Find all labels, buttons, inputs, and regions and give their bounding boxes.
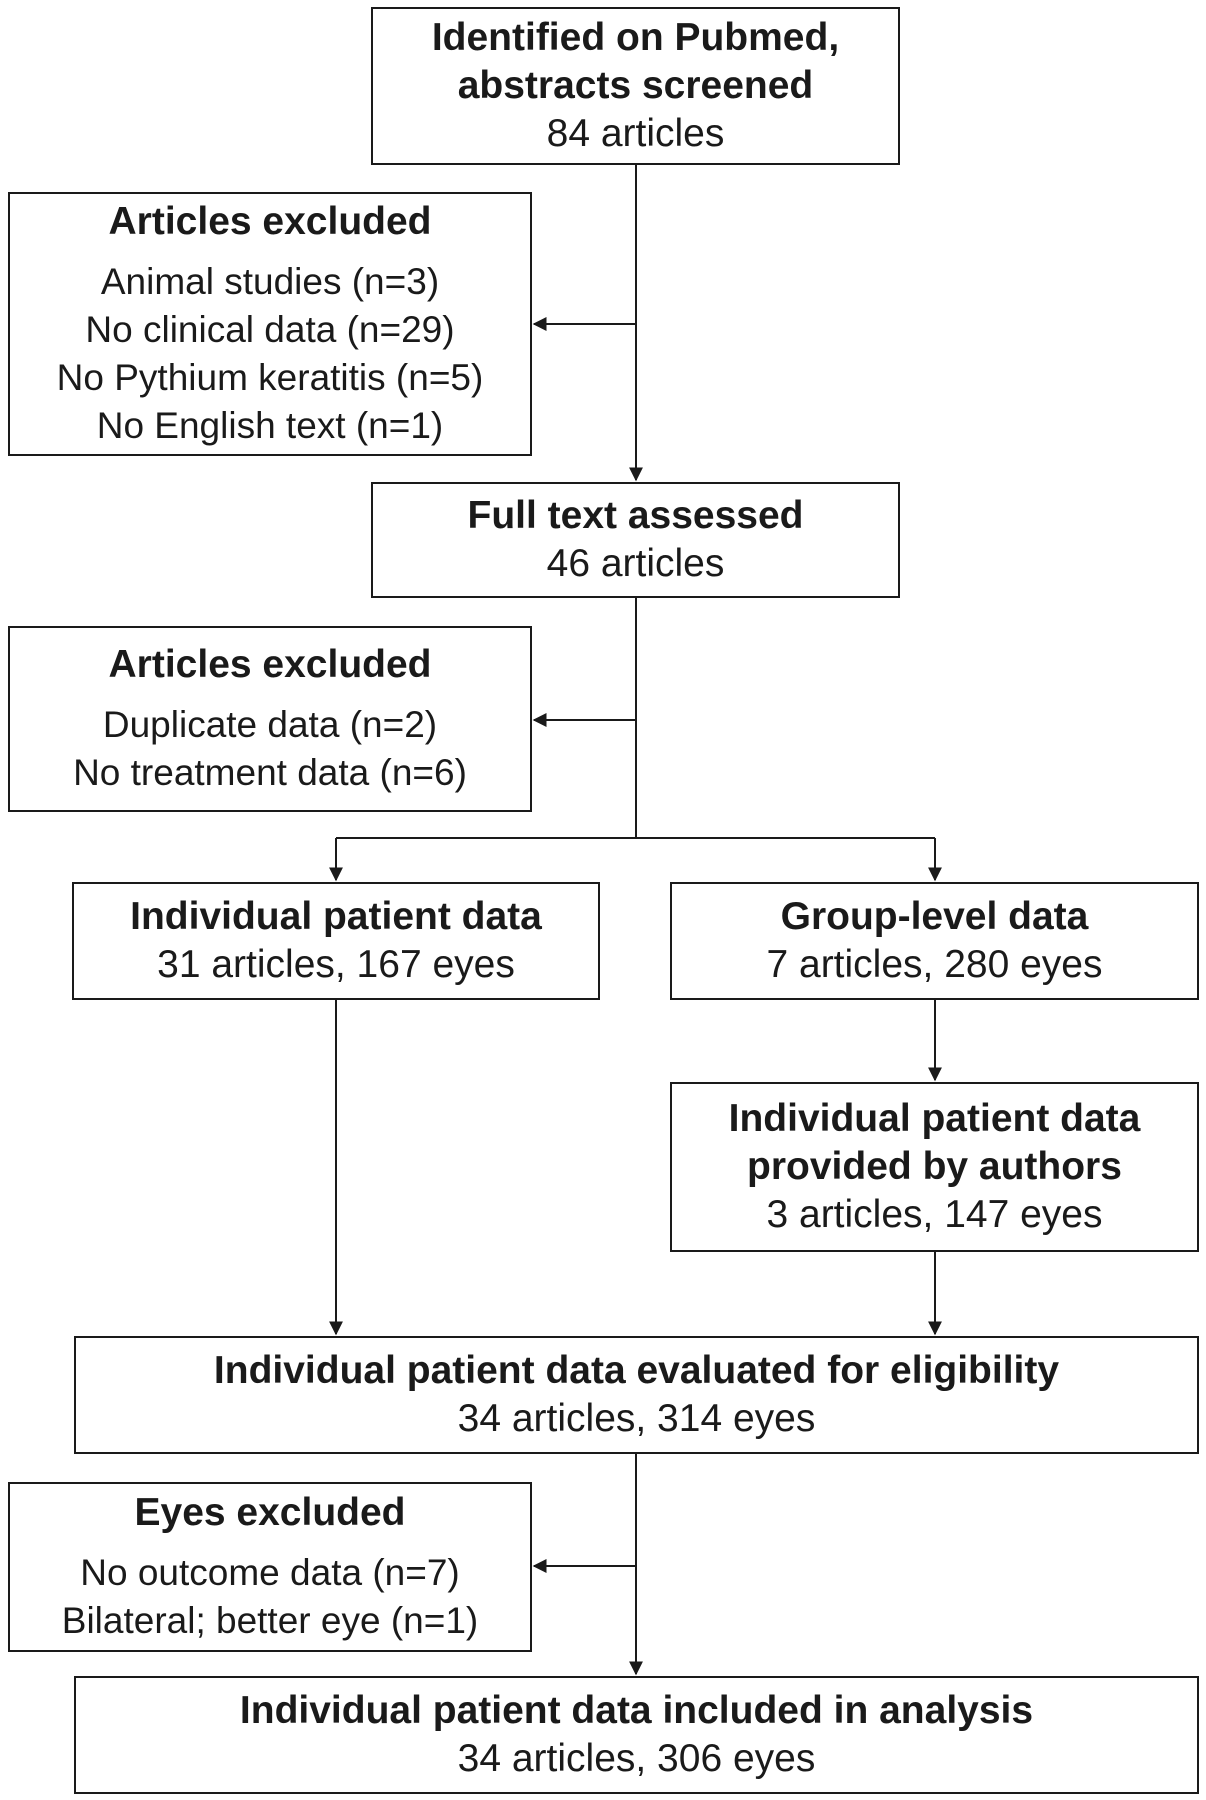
excluded-3-title: Eyes excluded — [134, 1491, 406, 1534]
full-text-title: Full text assessed — [467, 494, 804, 537]
group-title: Group-level data — [780, 895, 1089, 938]
excluded-1-item: Animal studies (n=3) — [100, 261, 440, 302]
excluded-2-title: Articles excluded — [108, 643, 432, 686]
identified-box: Identified on Pubmed, abstracts screened… — [371, 7, 900, 165]
provided-by-authors-box: Individual patient data provided by auth… — [670, 1082, 1199, 1252]
excluded-articles-box-2: Articles excluded Duplicate data (n=2) N… — [8, 626, 532, 812]
provided-title-line-2: provided by authors — [747, 1145, 1122, 1188]
full-text-count: 46 articles — [546, 542, 725, 585]
provided-title-line-1: Individual patient data — [728, 1097, 1141, 1140]
evaluated-title: Individual patient data evaluated for el… — [213, 1349, 1060, 1392]
excluded-3-item: No outcome data (n=7) — [80, 1552, 460, 1593]
individual-count: 31 articles, 167 eyes — [157, 943, 515, 986]
excluded-2-item: Duplicate data (n=2) — [102, 704, 438, 745]
identified-title-line-1: Identified on Pubmed, — [431, 16, 840, 59]
provided-count: 3 articles, 147 eyes — [766, 1193, 1103, 1236]
individual-title: Individual patient data — [130, 895, 542, 938]
group-data-box: Group-level data 7 articles, 280 eyes — [670, 882, 1199, 1000]
identified-count: 84 articles — [546, 112, 725, 155]
excluded-1-item: No clinical data (n=29) — [85, 309, 455, 350]
included-count: 34 articles, 306 eyes — [457, 1737, 816, 1780]
included-box: Individual patient data included in anal… — [74, 1676, 1199, 1794]
excluded-articles-box-1: Articles excluded Animal studies (n=3) N… — [8, 192, 532, 456]
group-count: 7 articles, 280 eyes — [766, 943, 1103, 986]
excluded-3-item: Bilateral; better eye (n=1) — [61, 1600, 479, 1641]
excluded-2-item: No treatment data (n=6) — [73, 752, 467, 793]
evaluated-count: 34 articles, 314 eyes — [457, 1397, 816, 1440]
evaluated-box: Individual patient data evaluated for el… — [74, 1336, 1199, 1454]
excluded-1-item: No English text (n=1) — [96, 405, 444, 446]
identified-title-line-2: abstracts screened — [457, 64, 814, 107]
excluded-eyes-box: Eyes excluded No outcome data (n=7) Bila… — [8, 1482, 532, 1652]
excluded-1-title: Articles excluded — [108, 200, 432, 243]
excluded-1-item: No Pythium keratitis (n=5) — [56, 357, 484, 398]
included-title: Individual patient data included in anal… — [239, 1689, 1034, 1732]
individual-data-box: Individual patient data 31 articles, 167… — [72, 882, 600, 1000]
full-text-box: Full text assessed 46 articles — [371, 482, 900, 598]
